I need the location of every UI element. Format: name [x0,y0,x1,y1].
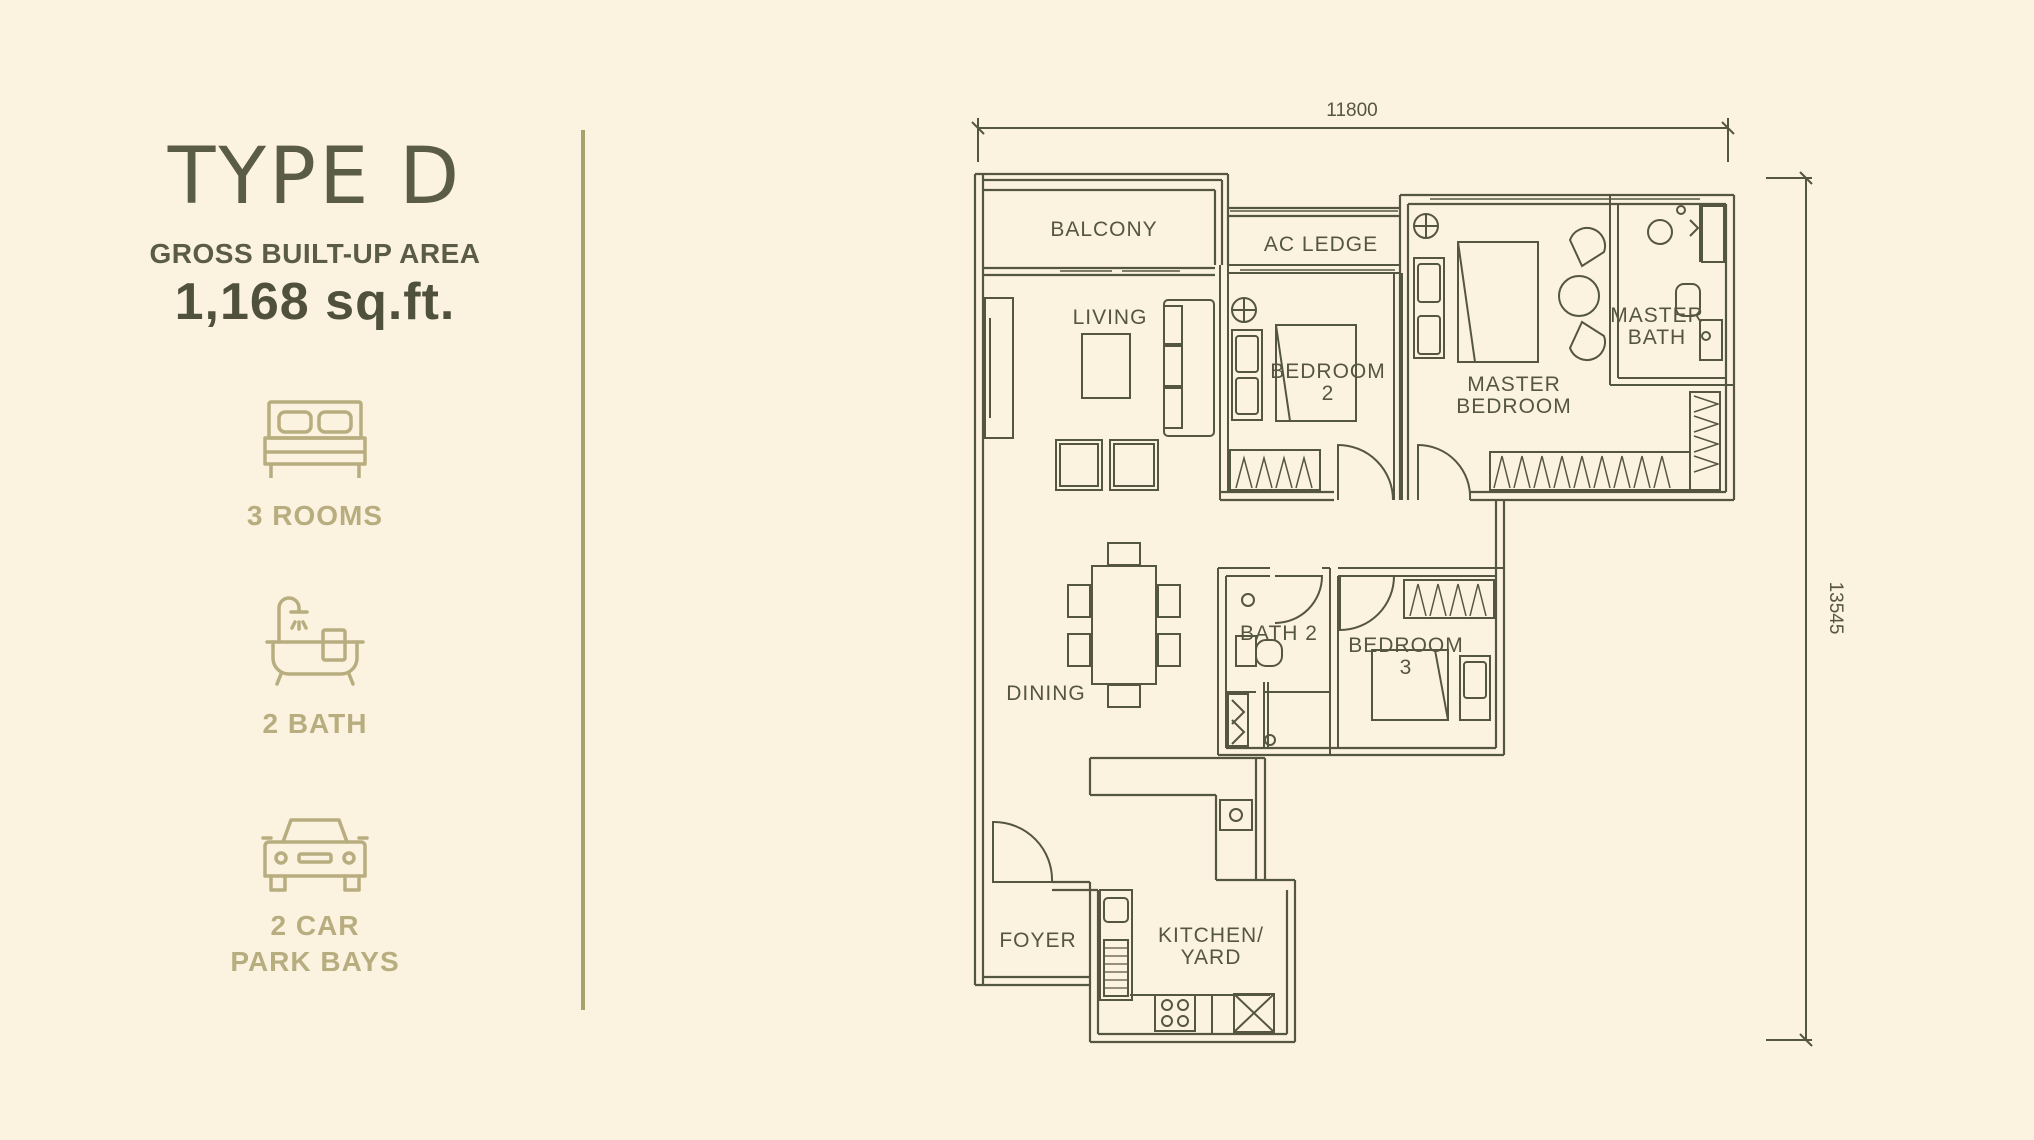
car-icon [261,818,369,892]
room-foyer-label: FOYER [999,929,1076,952]
bed-icon [263,400,367,478]
room-master-bath-label-2: BATH [1628,326,1686,349]
outer-walls [973,172,1736,1044]
area-value: 1,168 sq.ft. [174,273,456,331]
room-bedroom3-label-2: 3 [1400,656,1413,679]
unit-info-panel: TYPE D GROSS BUILT-UP AREA 1,168 sq.ft. … [0,0,580,1140]
dimension-height [1766,171,1813,1047]
bedroom3-wardrobe [1409,583,1487,617]
doors [992,443,1472,883]
room-bath2-label: BATH 2 [1240,622,1318,645]
bathtub-icon [265,596,365,686]
feature-rooms: 3 ROOMS [0,398,630,534]
unit-type-title: TYPE D [167,132,463,222]
interior-walls [1217,195,1734,755]
room-bedroom2-label-1: BEDROOM [1270,360,1386,383]
feature-car: 2 CAR PARK BAYS [0,812,630,980]
bedroom2-wardrobe [1235,455,1313,489]
room-balcony-label: BALCONY [1050,218,1157,241]
master-bedroom-furniture [1413,213,1721,491]
bath2-fixtures [1227,593,1283,747]
vertical-divider [581,130,585,1010]
bedroom3-furniture [1371,579,1495,721]
room-dining-label: DINING [1006,682,1086,705]
room-bedroom2-label-2: 2 [1322,382,1335,405]
master-wardrobe [1493,395,1721,489]
room-living-label: LIVING [1073,306,1148,329]
width-dimension-label: 11800 [1326,100,1377,121]
feature-rooms-label: 3 ROOMS [246,500,384,531]
feature-bath-label: 2 BATH [262,708,368,739]
feature-bath: 2 BATH [0,592,630,742]
room-master-bedroom-label-2: BEDROOM [1456,395,1572,418]
kitchen-fixtures [1099,799,1275,1034]
bedroom2-furniture [1229,297,1357,491]
living-furniture [984,297,1215,491]
room-master-bath-label-1: MASTER [1610,304,1704,327]
master-bath-fixtures [1647,205,1725,361]
height-dimension-label: 13545 [1825,582,1846,635]
room-bedroom3-label-1: BEDROOM [1348,634,1464,657]
feature-car-label-2: PARK BAYS [230,946,400,977]
area-label: GROSS BUILT-UP AREA [149,238,481,269]
feature-car-label-1: 2 CAR [270,910,360,941]
railings [1060,198,1700,272]
room-master-bedroom-label-1: MASTER [1467,373,1561,396]
room-kitchen-label-1: KITCHEN/ [1158,924,1264,947]
room-ac-ledge-label: AC LEDGE [1264,233,1378,256]
dimension-width [971,118,1735,162]
dining-table [1067,542,1181,708]
room-kitchen-label-2: YARD [1181,946,1242,969]
